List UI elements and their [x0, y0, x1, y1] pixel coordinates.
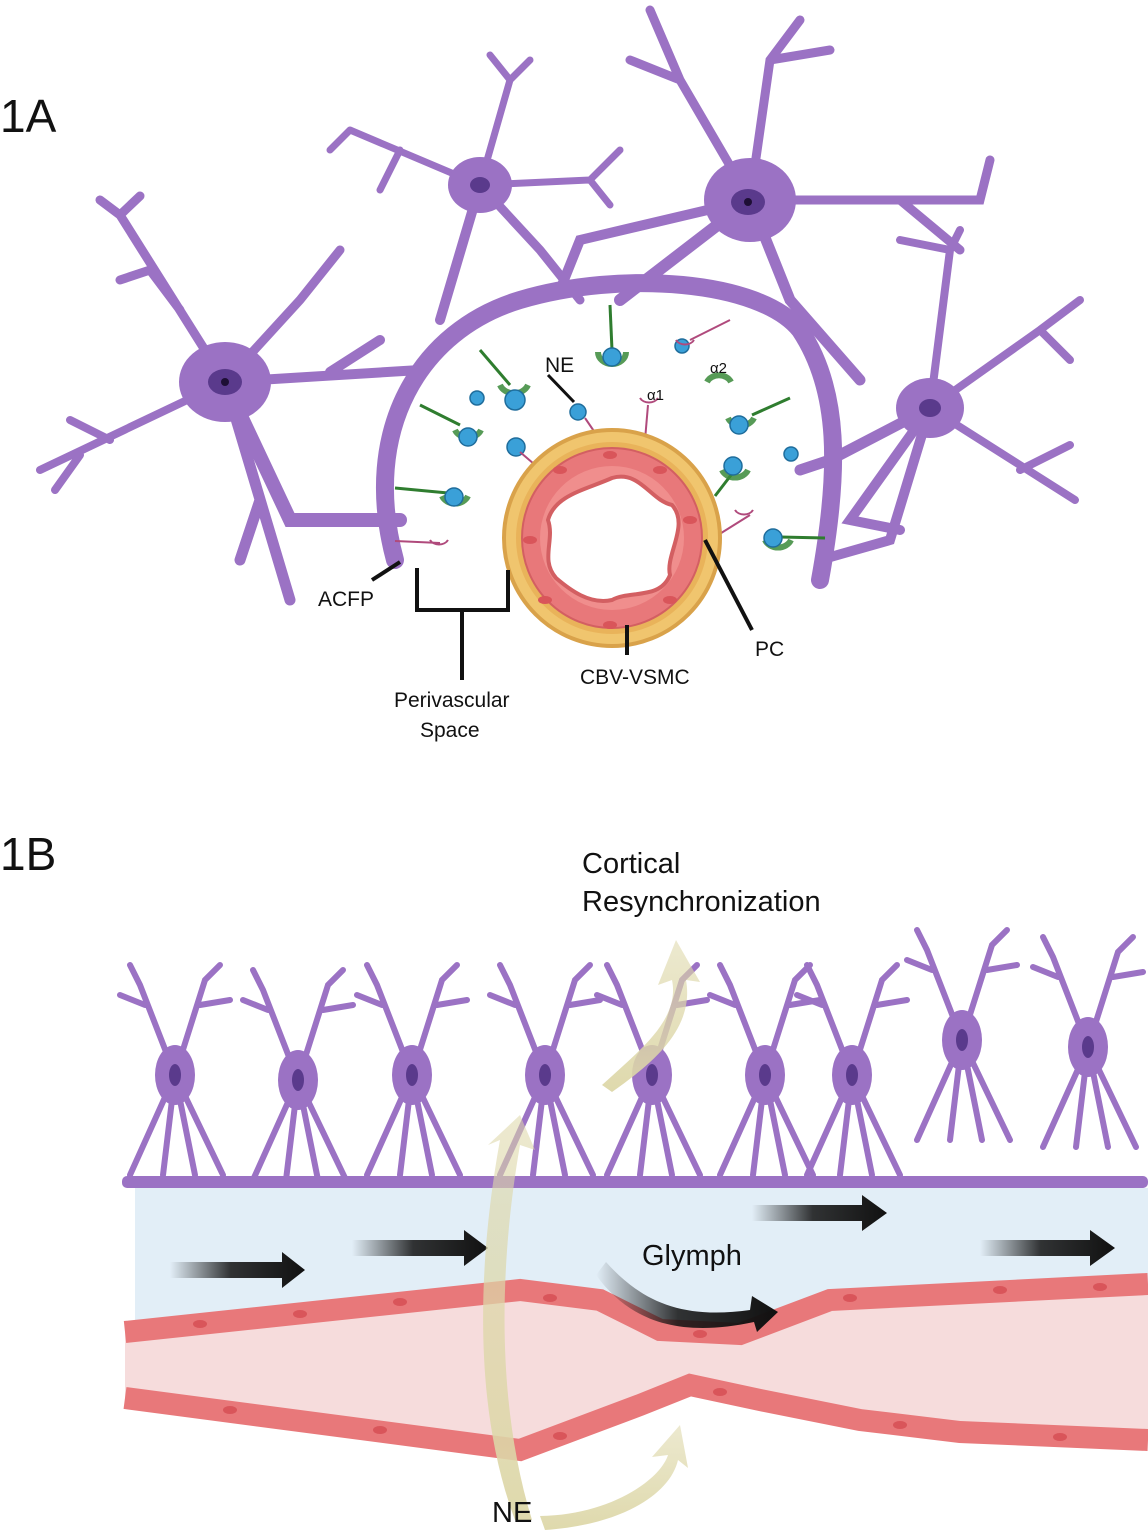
cortical-label-line1: Cortical [582, 848, 680, 880]
cortical-label-line2: Resynchronization [582, 886, 821, 918]
astrocytes-1a [36, 5, 1084, 606]
astrocyte-row-1b [122, 1176, 1148, 1188]
astrocyte-row-cell [904, 927, 1020, 1143]
astrocyte-row-cell [240, 967, 356, 1183]
alpha2-label: α2 [710, 360, 727, 377]
ne-label-1a: NE [545, 354, 574, 377]
astrocyte-row-cell [794, 962, 910, 1178]
cbv-vsmc-label: CBV-VSMC [580, 666, 690, 689]
panel-1b: 1B Cortical Resynchronization [0, 828, 1148, 1530]
ne-pathway-arrows [483, 940, 700, 1530]
leader-lines-1a [370, 373, 754, 680]
astrocyte-row-cell [1030, 934, 1146, 1150]
alpha1-label: α1 [647, 387, 664, 404]
perivascular-label-line2: Space [420, 719, 480, 742]
astrocyte-row-cell [594, 962, 710, 1178]
glymph-flow-arrows [170, 1195, 1115, 1332]
pc-label: PC [755, 638, 784, 661]
astrocyte-right [794, 226, 1084, 565]
panel-1a: 1A [0, 5, 1084, 742]
vessel-cross-section [502, 428, 722, 648]
acfp-label: ACFP [318, 588, 374, 611]
panel-1b-label: 1B [0, 828, 56, 880]
astrocyte-left [36, 191, 425, 606]
glymph-label: Glymph [642, 1240, 742, 1272]
astrocyte-row-cells [117, 927, 1146, 1183]
astrocyte-top-right [555, 5, 995, 386]
astrocyte-row-cell [707, 962, 823, 1178]
astrocyte-row-cell [117, 962, 233, 1178]
perivascular-label-line1: Perivascular [394, 689, 510, 712]
ne-label-1b: NE [492, 1497, 532, 1529]
panel-1a-label: 1A [0, 90, 57, 142]
perivascular-receptors [394, 304, 826, 551]
astrocyte-row-cell [354, 962, 470, 1178]
vessel-wall-1b [123, 1273, 1148, 1462]
